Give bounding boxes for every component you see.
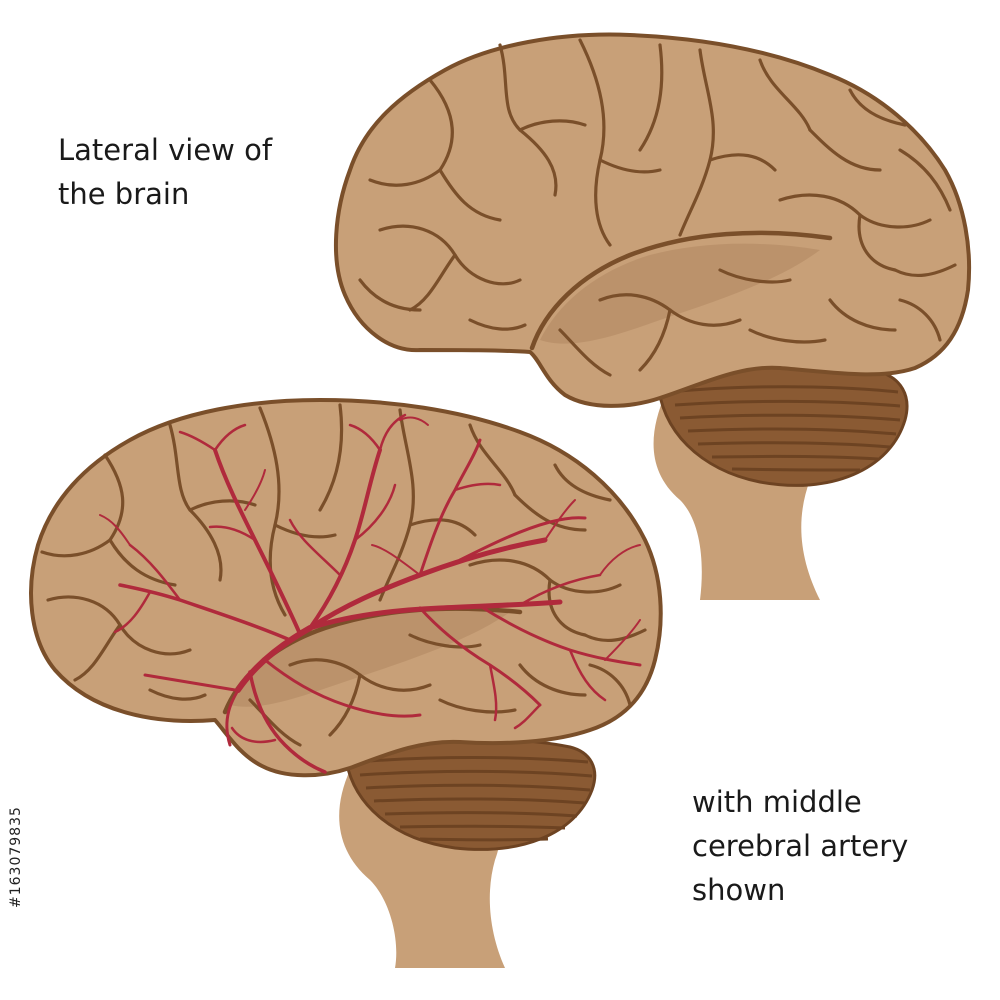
caption-lateral-view: Lateral view of the brain	[58, 128, 272, 216]
cerebellum-folia	[355, 756, 593, 842]
cerebrum	[333, 32, 972, 408]
cerebellum-folia	[669, 385, 901, 472]
bottom-brain-sulci	[40, 403, 647, 747]
caption-line-1: Lateral view of	[58, 133, 273, 167]
caption-mca: with middle cerebral artery shown	[692, 780, 908, 912]
caption-line-3: shown	[692, 873, 786, 907]
brain-lateral-view	[333, 32, 972, 600]
temporal-shade	[230, 608, 510, 707]
top-brain-sulci	[358, 38, 957, 377]
brain-with-mca	[29, 398, 663, 968]
middle-cerebral-artery	[99, 413, 642, 774]
lateral-sulcus	[529, 230, 833, 351]
caption-line-1: with middle	[692, 785, 862, 819]
temporal-shade	[540, 243, 820, 344]
caption-line-2: the brain	[58, 177, 190, 211]
caption-line-2: cerebral artery	[692, 829, 909, 863]
